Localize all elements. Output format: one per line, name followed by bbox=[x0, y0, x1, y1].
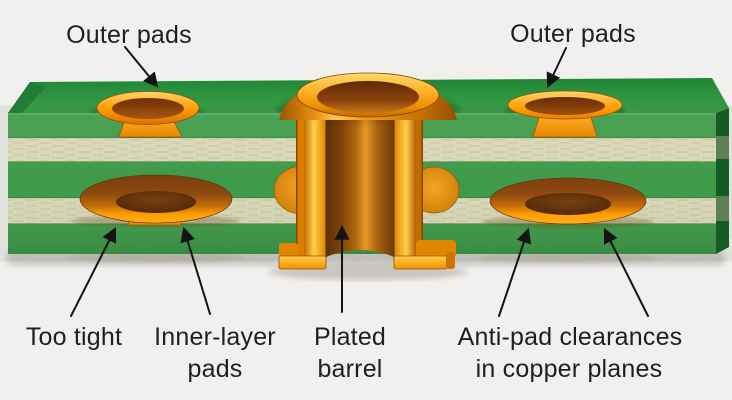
label-anti-pad-line2: in copper planes bbox=[476, 355, 663, 383]
barrel-wall-left bbox=[304, 108, 326, 268]
label-inner-layer-pads-line2: pads bbox=[187, 355, 242, 383]
arrow-outer-pads-right bbox=[546, 47, 567, 89]
arrow-inner-layer-pads bbox=[180, 226, 211, 315]
flange-foot-left bbox=[278, 255, 327, 270]
arrow-anti-pad-right bbox=[603, 227, 649, 317]
outer-pad-right-hole bbox=[525, 97, 605, 115]
inner-pad-right-recess bbox=[525, 193, 611, 215]
flange-cap-right bbox=[446, 252, 455, 269]
barrel-outer-skin-left bbox=[297, 108, 304, 258]
arrow-outer-pads-left bbox=[124, 46, 159, 88]
board-right-bevel bbox=[716, 108, 729, 254]
inner-pad-left-recess bbox=[116, 191, 196, 213]
barrel-bottom-flange bbox=[278, 240, 456, 270]
outer-pad-left-hole bbox=[112, 98, 184, 119]
barrel-outer-skin-left-edge bbox=[296, 108, 298, 258]
label-outer-pads-right: Outer pads bbox=[510, 20, 636, 48]
barrel-wall-right bbox=[394, 108, 416, 268]
inner-pad-left bbox=[72, 174, 240, 227]
label-inner-layer-pads-line1: Inner-layer bbox=[154, 323, 276, 351]
flange-foot-right bbox=[393, 255, 448, 270]
plated-barrel bbox=[273, 72, 460, 270]
inner-pad-right bbox=[482, 177, 654, 228]
label-anti-pad-line1: Anti-pad clearances bbox=[458, 323, 683, 351]
label-plated-barrel-line2: barrel bbox=[317, 355, 382, 383]
barrel-wall-right-edge bbox=[393, 108, 395, 268]
outer-pad-right bbox=[507, 90, 623, 138]
flange-wing-left bbox=[279, 243, 298, 258]
barrel-bore bbox=[317, 81, 419, 113]
label-outer-pads-left: Outer pads bbox=[66, 21, 192, 49]
arrow-too-tight bbox=[70, 226, 117, 317]
barrel-outer-skin-right-edge bbox=[421, 108, 423, 258]
label-plated-barrel-line1: Plated bbox=[314, 323, 386, 351]
callout-labels: Outer pads Outer pads Too tight Inner-la… bbox=[26, 20, 683, 383]
barrel-wall-left-edge bbox=[325, 108, 327, 268]
flange-wing-right bbox=[416, 240, 456, 258]
callout-arrows bbox=[70, 46, 649, 317]
arrow-anti-pad-left bbox=[498, 227, 532, 317]
barrel-inner-wall bbox=[326, 96, 394, 257]
label-too-tight: Too tight bbox=[26, 323, 122, 351]
outer-pad-left bbox=[96, 91, 200, 138]
barrel-outer-skin-right bbox=[416, 108, 423, 258]
